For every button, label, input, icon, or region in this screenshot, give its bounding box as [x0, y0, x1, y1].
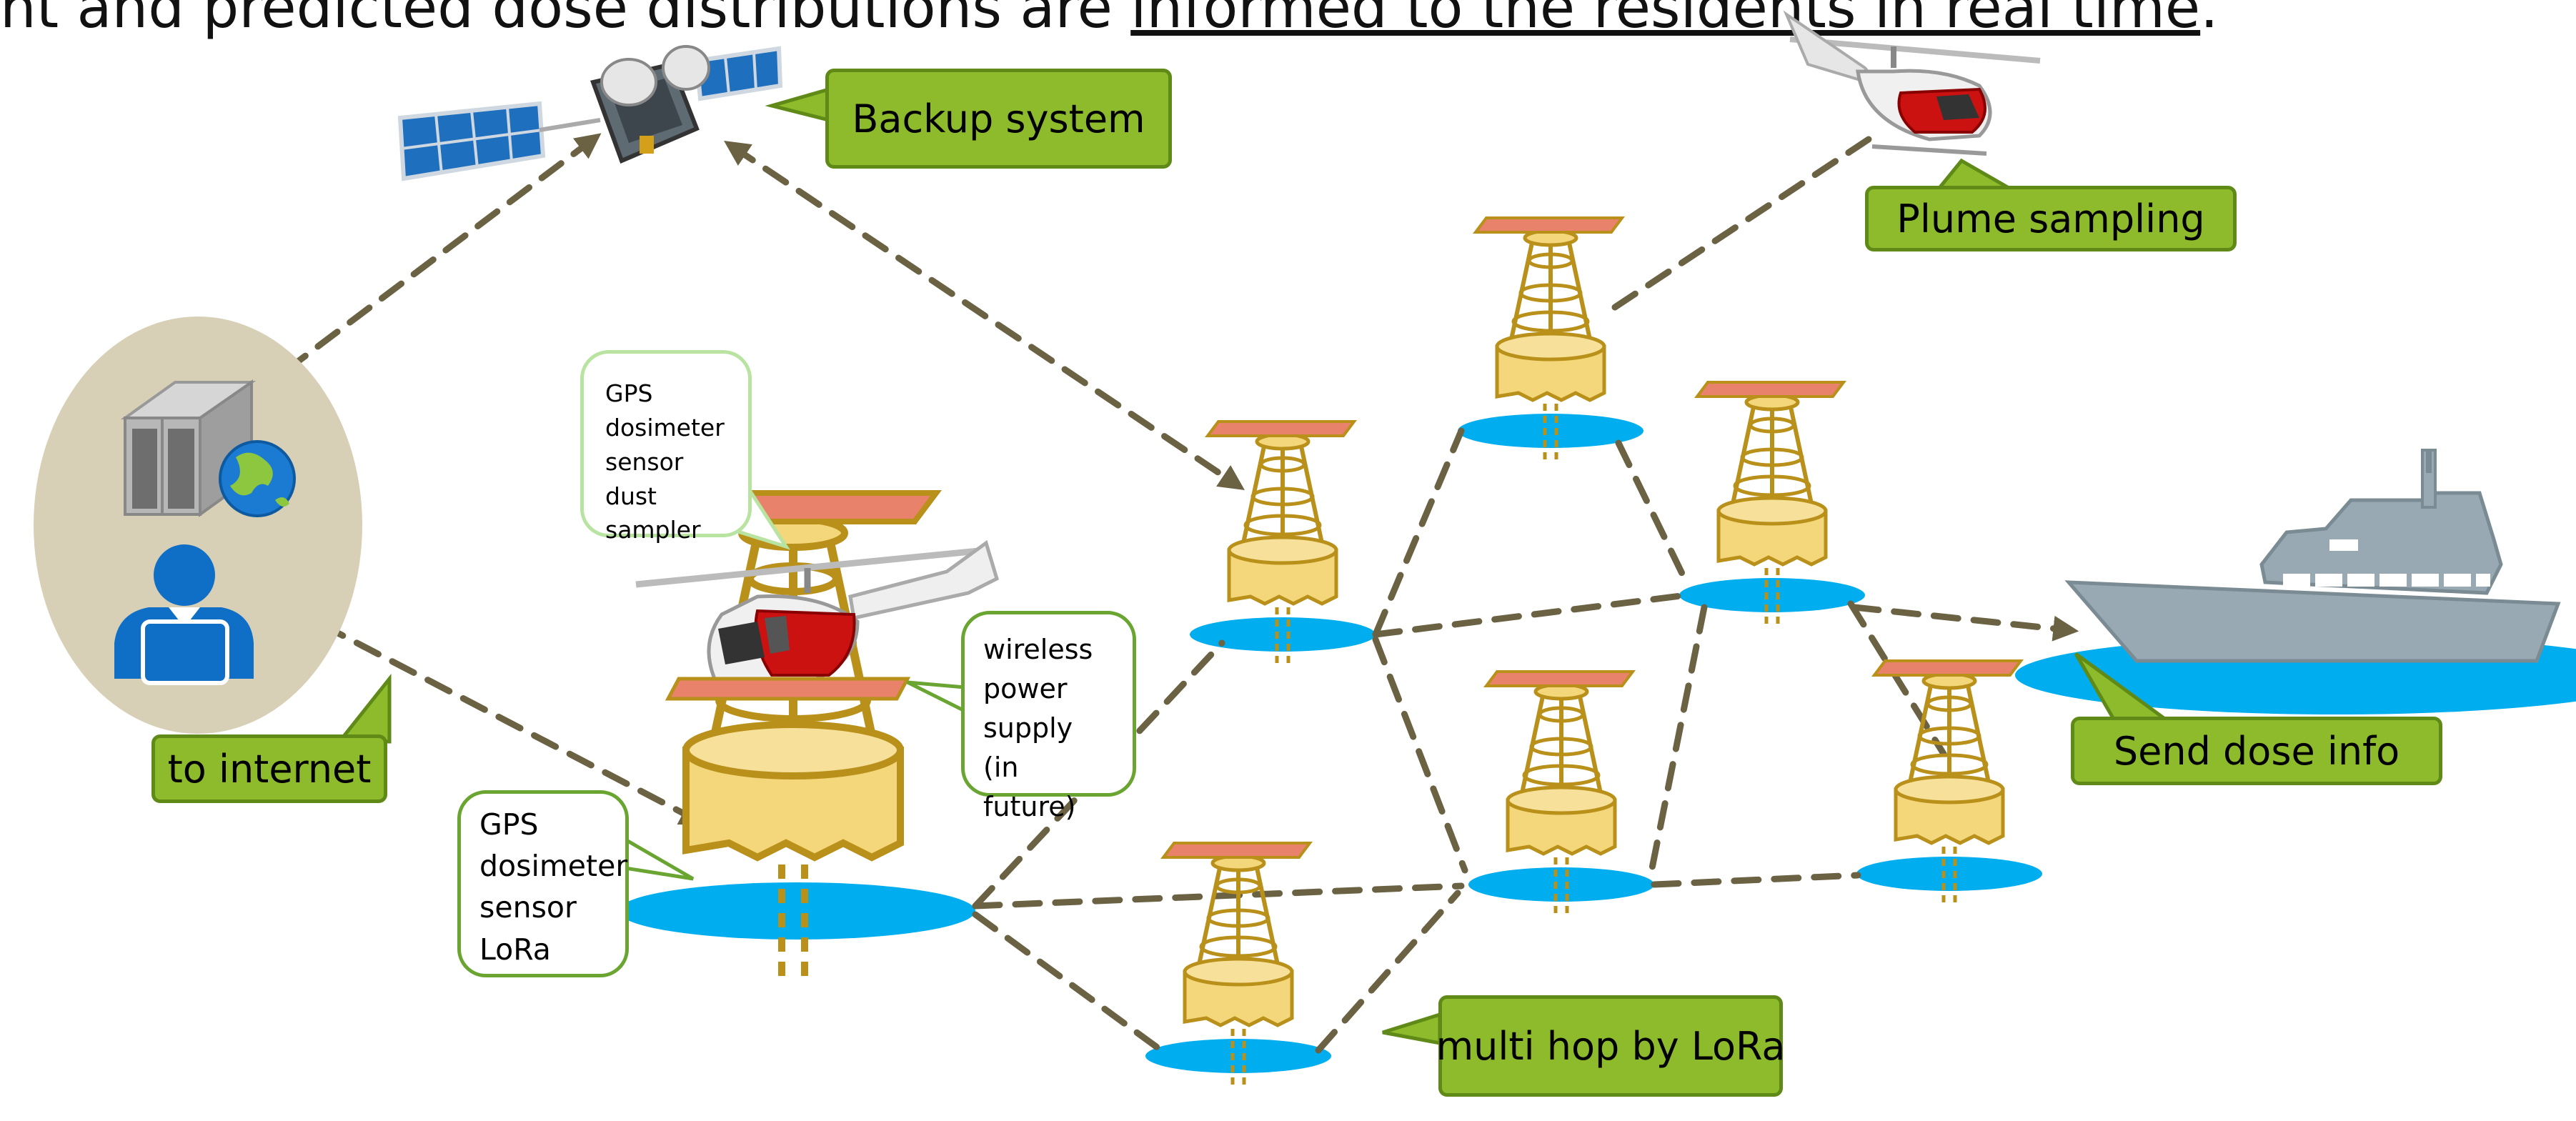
- callout-backup-label: Backup system: [852, 96, 1145, 141]
- water-buoy-1: [1190, 617, 1376, 652]
- callout-internet-label: to internet: [167, 746, 372, 792]
- header-caption: nt and predicted dose distributions are …: [0, 0, 2576, 47]
- buoy-payload-line-2: dosimeter: [479, 849, 628, 884]
- header-underlined-text: informed to the residents in real time: [1130, 0, 2201, 41]
- heli-payload-line-2: dosimeter: [605, 413, 725, 442]
- satellite-icon: [397, 45, 783, 181]
- station-background: [34, 317, 362, 734]
- water-buoy-6: [1145, 1039, 1331, 1073]
- buoy-payload-line-4: LoRa: [479, 932, 551, 967]
- callout-multi-hop: multi hop by LoRa: [1436, 995, 1786, 1097]
- heli-payload-line-4: dust sampler: [605, 482, 701, 544]
- callout-multihop-label: multi hop by LoRa: [1436, 1023, 1786, 1069]
- callout-plume-sampling: Plume sampling: [1865, 186, 2237, 251]
- water-main-buoy: [618, 882, 975, 940]
- water-buoy-3: [1679, 578, 1865, 612]
- callout-send-dose-label: Send dose info: [2113, 728, 2400, 774]
- ground-station: [34, 317, 362, 734]
- header-text: nt and predicted dose distributions are: [0, 0, 1131, 41]
- helicopter-icon: [1783, 10, 2041, 156]
- link-buoy3-ship: [1851, 604, 2079, 642]
- wireless-line-1: wireless: [983, 634, 1093, 665]
- link-station-main-buoy: [277, 601, 706, 825]
- wireless-line-2: power: [983, 673, 1068, 705]
- buoy-payload-line-1: GPS: [479, 807, 539, 842]
- wireless-line-4: (in future): [983, 752, 1076, 823]
- callout-wireless-power: wireless power supply (in future): [961, 611, 1136, 822]
- server-icon: [120, 379, 257, 517]
- link-buoy2-buoy3: [1615, 439, 1690, 586]
- link-buoy6-buoy4: [1315, 890, 1461, 1054]
- link-main-buoy6: [972, 911, 1165, 1054]
- water-buoy-4: [1468, 867, 1654, 902]
- link-buoy2-heli: [1611, 136, 1872, 311]
- header-period: .: [2200, 0, 2219, 41]
- link-main-buoy4: [972, 882, 1465, 910]
- water-buoy-5: [1856, 857, 2042, 891]
- ship-icon: [2064, 449, 2561, 663]
- callout-send-dose-info: Send dose info: [2071, 717, 2442, 785]
- callout-plume-label: Plume sampling: [1896, 196, 2205, 241]
- link-lines: [267, 133, 2079, 1054]
- callout-to-internet: to internet: [151, 734, 387, 803]
- callout-buoy-payload: GPS dosimeter sensor LoRa: [457, 790, 629, 977]
- link-satellite-station: [267, 133, 602, 385]
- heli-payload-line-3: sensor: [605, 447, 684, 476]
- callout-heli-payload: GPS dosimeter sensor dust sampler: [580, 350, 752, 544]
- water-buoy-2: [1458, 414, 1643, 448]
- helicopter-icon: [635, 539, 999, 701]
- link-buoy1-buoy3: [1372, 592, 1690, 638]
- person-icon: [114, 544, 254, 685]
- link-buoy3-buoy4: [1647, 604, 1708, 879]
- link-buoy1-buoy4: [1372, 636, 1468, 874]
- globe-icon: [219, 440, 296, 517]
- buoy-payload-line-3: sensor: [479, 890, 577, 925]
- wireless-line-3: supply: [983, 712, 1073, 744]
- heli-payload-line-1: GPS: [605, 379, 653, 407]
- callout-backup-system: Backup system: [825, 69, 1172, 169]
- link-buoy1-buoy2: [1372, 427, 1465, 638]
- link-buoy4-buoy5: [1651, 872, 1861, 888]
- link-satellite-buoy: [724, 140, 1245, 491]
